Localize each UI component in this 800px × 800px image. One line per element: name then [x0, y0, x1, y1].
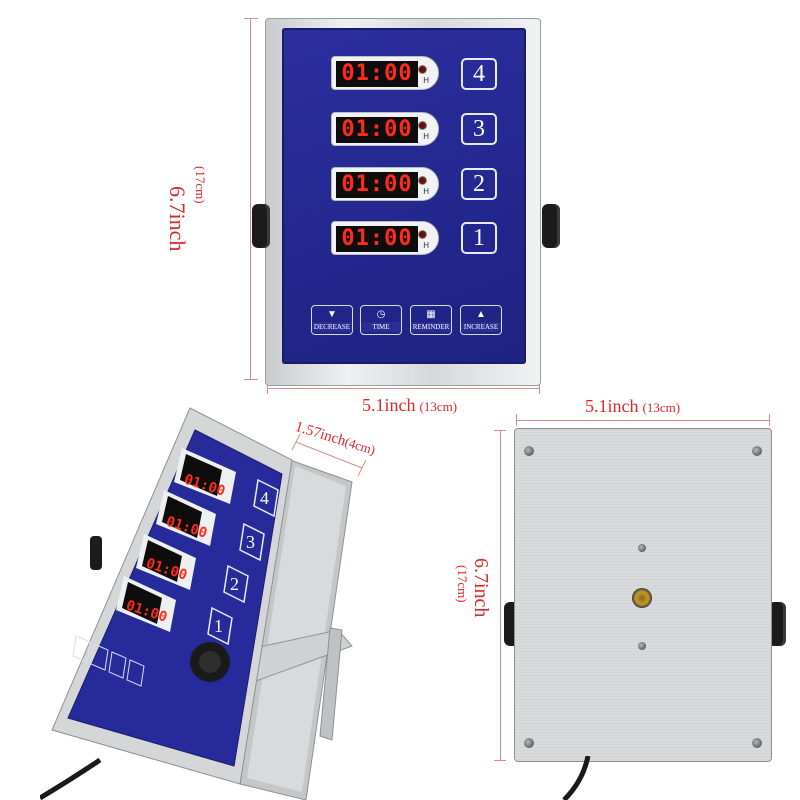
front-height-cm-label: (17cm): [193, 166, 208, 204]
back-width-label: 5.1inch: [585, 396, 639, 416]
channel-2-button[interactable]: 2: [461, 168, 497, 200]
angled-channel-buttons: [207, 478, 279, 646]
corner-screw: [752, 446, 762, 456]
corner-screw: [752, 738, 762, 748]
hanging-hole: [632, 588, 652, 608]
right-mount-knob[interactable]: [542, 204, 560, 248]
angled-displays: [116, 448, 236, 632]
height-dimension-line: [250, 18, 251, 380]
back-height-cm-label: (17cm): [455, 565, 470, 603]
power-cable: [38, 757, 102, 800]
basket-icon: ▦: [426, 309, 436, 320]
back-power-cable: [562, 756, 591, 800]
mount-screw: [638, 544, 646, 552]
timer-readout: 01:00: [336, 117, 418, 143]
channel-3-button[interactable]: 3: [461, 113, 497, 145]
time-button[interactable]: ◷ TIME: [360, 305, 402, 335]
left-mount-knob[interactable]: [252, 204, 270, 248]
front-height-label: 6.7inch: [165, 186, 190, 252]
clock-icon: ◷: [376, 309, 386, 320]
angled-channel-3: 3: [246, 532, 255, 552]
timer-display-3: 01:00 H: [331, 112, 439, 146]
triangle-up-icon: ▲: [476, 309, 486, 320]
angled-channel-1: 1: [214, 616, 223, 636]
back-height-dimension-line: [500, 430, 501, 760]
indicator-led: [419, 122, 426, 129]
back-right-knob[interactable]: [768, 602, 786, 646]
timer-readout: 01:00: [336, 172, 418, 198]
timer-display-4: 01:00 H: [331, 56, 439, 90]
corner-screw: [524, 738, 534, 748]
timer-display-1: 01:00 H: [331, 221, 439, 255]
timer-readout: 01:00: [336, 226, 418, 252]
decrease-button[interactable]: ▼ DECREASE: [311, 305, 353, 335]
timer-display-2: 01:00 H: [331, 167, 439, 201]
mount-screw: [638, 642, 646, 650]
angled-view: 01:00 01:00 01:00 01:00 4 3 2 1: [38, 400, 420, 800]
front-width-cm-label: (13cm): [419, 399, 458, 414]
front-width-label: 5.1inch: [362, 395, 416, 415]
channel-4-button[interactable]: 4: [461, 58, 497, 90]
back-width-dimension-line: [516, 420, 770, 421]
angled-channel-2: 2: [230, 574, 239, 594]
width-dimension-line: [267, 388, 539, 389]
indicator-led: [419, 231, 426, 238]
angled-blue-panel: [67, 429, 283, 767]
indicator-led: [419, 66, 426, 73]
timer-readout: 01:00: [336, 61, 418, 87]
angled-channel-4: 4: [260, 488, 269, 508]
back-height-label: 6.7inch: [470, 558, 492, 618]
increase-button[interactable]: ▲ INCREASE: [460, 305, 502, 335]
bracket-knob: [190, 642, 230, 682]
indicator-led: [419, 177, 426, 184]
corner-screw: [524, 446, 534, 456]
angled-control-buttons: [72, 635, 145, 687]
depth-dimension-line: [295, 441, 363, 469]
angled-left-knob: [90, 536, 102, 570]
reminder-button[interactable]: ▦ REMINDER: [410, 305, 452, 335]
angled-device-illustration: 01:00 01:00 01:00 01:00 4 3 2 1: [38, 407, 367, 800]
channel-1-button[interactable]: 1: [461, 222, 497, 254]
back-width-cm-label: (13cm): [642, 400, 681, 415]
triangle-down-icon: ▼: [327, 309, 337, 320]
